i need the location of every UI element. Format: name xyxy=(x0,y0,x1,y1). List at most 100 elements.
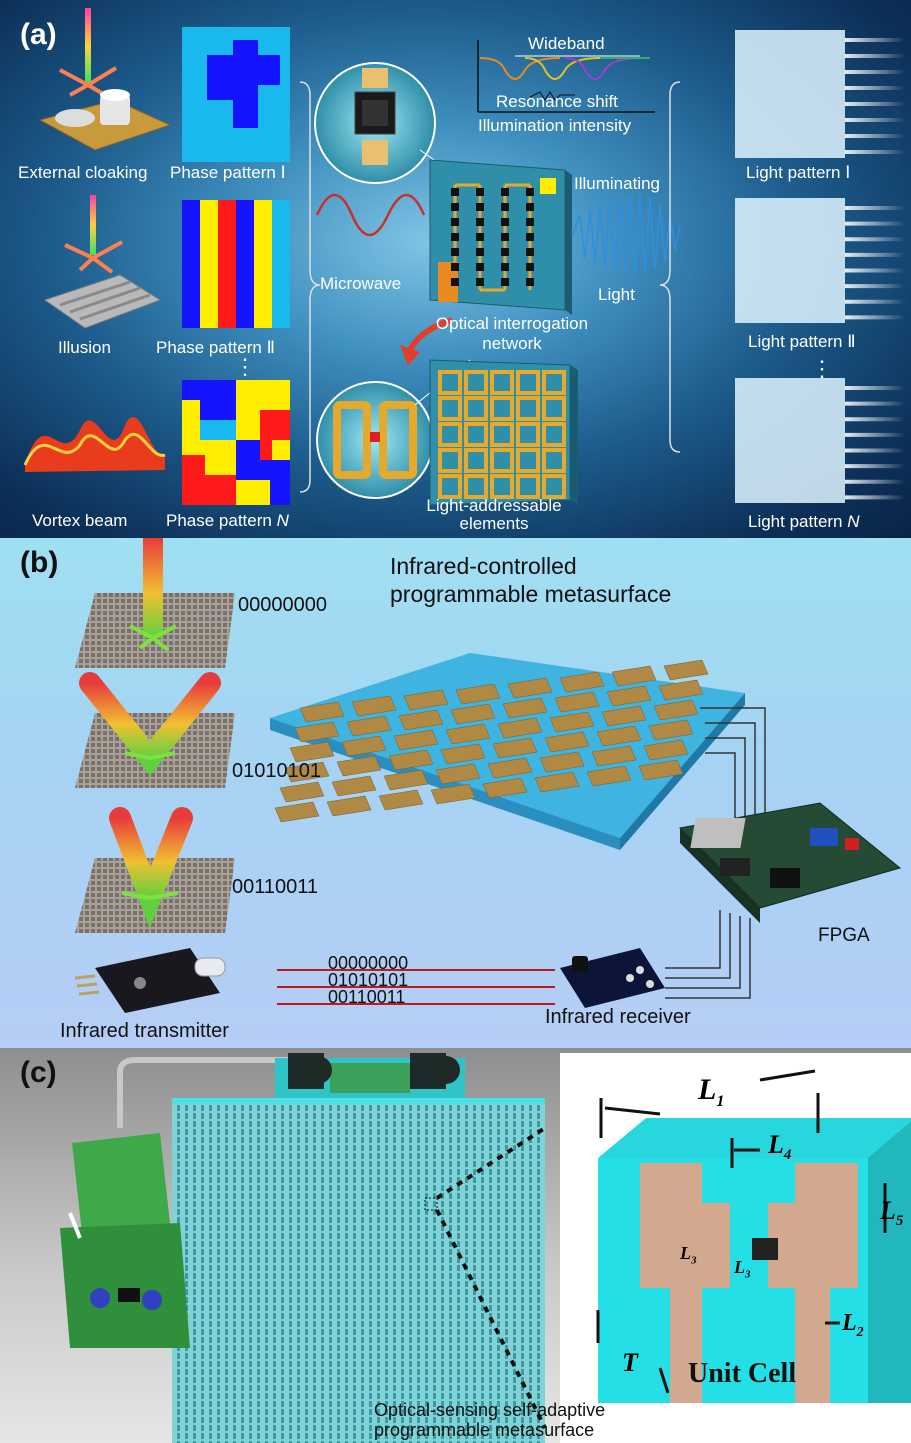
photo-chip xyxy=(451,263,459,271)
label-phase-pattern-n: Phase pattern N xyxy=(166,511,289,531)
meta-patch xyxy=(559,671,605,693)
label-optical-network: Optical interrogation network xyxy=(424,314,600,354)
meta-patch xyxy=(274,801,320,823)
label-optical-network-line2: network xyxy=(482,334,542,353)
meta-patch xyxy=(378,789,424,811)
panel-a: ⋮ xyxy=(0,0,911,538)
light-pattern-panel xyxy=(735,198,845,323)
dim-l2-var: L xyxy=(842,1310,857,1336)
light-ray xyxy=(845,495,905,500)
optical-board xyxy=(429,159,572,315)
signal-code-2: 01010101 xyxy=(328,970,409,990)
infrared-receiver xyxy=(560,948,665,1008)
dim-l1-var: L xyxy=(698,1073,717,1106)
element-inset xyxy=(316,359,471,499)
programmable-metasurface xyxy=(270,653,745,850)
photo-chip xyxy=(476,218,484,226)
label-fpga: FPGA xyxy=(818,925,870,946)
label-light-pattern-1: Light pattern Ⅰ xyxy=(746,163,851,182)
photo-chip xyxy=(501,248,509,256)
meta-patch xyxy=(440,743,486,765)
label-light-pattern-n: Light pattern N xyxy=(748,512,860,532)
meta-patch xyxy=(497,717,543,739)
panel-b-letter: (b) xyxy=(20,546,59,579)
panel-c-letter: (c) xyxy=(20,1056,57,1089)
dim-l1: L1 xyxy=(698,1073,724,1111)
meta-patch xyxy=(653,699,699,721)
dim-l2: L2 xyxy=(842,1310,864,1341)
light-ray xyxy=(845,315,905,320)
photo-chip xyxy=(526,218,534,226)
light-ray xyxy=(845,299,905,304)
meta-patch xyxy=(549,711,595,733)
photo-chip xyxy=(526,263,534,271)
photo-chip xyxy=(451,218,459,226)
addressable-element xyxy=(516,474,540,499)
dim-l4: L4 xyxy=(768,1130,791,1164)
light-ray xyxy=(845,38,905,42)
panel-c-caption: Optical-sensing self-adaptive programmab… xyxy=(374,1400,605,1440)
chip-markers xyxy=(451,188,534,286)
dim-l5-var: L xyxy=(880,1196,896,1225)
label-light: Light xyxy=(598,285,635,304)
transition-arrow xyxy=(407,317,453,352)
meta-patch xyxy=(554,691,600,713)
microwave-wave xyxy=(315,193,426,237)
photo-chip xyxy=(476,203,484,211)
light-ray xyxy=(845,150,905,154)
light-ray xyxy=(845,54,905,58)
addressable-element xyxy=(438,474,462,499)
addressable-element xyxy=(542,370,566,395)
meta-patch xyxy=(596,725,642,747)
meta-patch xyxy=(606,685,652,707)
addressable-element xyxy=(516,370,540,395)
dim-l3-a-var: L xyxy=(680,1243,691,1263)
dim-l3-a-sub: 3 xyxy=(691,1254,697,1267)
light-ray xyxy=(845,86,905,90)
meta-patch xyxy=(284,761,330,783)
photo-chip xyxy=(451,248,459,256)
reflection-state-1 xyxy=(75,538,235,668)
dim-l3-b-var: L xyxy=(734,1257,745,1277)
meta-patch xyxy=(445,723,491,745)
light-ray xyxy=(845,401,905,406)
light-ray xyxy=(845,268,905,273)
self-adaptive-metasurface xyxy=(172,1098,545,1443)
meta-patch xyxy=(502,697,548,719)
addressable-element xyxy=(464,448,488,473)
light-ray xyxy=(845,206,905,210)
light-ray xyxy=(845,134,905,138)
meta-patch xyxy=(388,749,434,771)
meta-patch xyxy=(299,701,345,723)
light-ray xyxy=(845,252,905,257)
meta-patch xyxy=(648,719,694,741)
meta-patch xyxy=(492,737,538,759)
photo-chip xyxy=(476,188,484,196)
photo-chip xyxy=(501,203,509,211)
meta-patch xyxy=(279,781,325,803)
meta-patch xyxy=(544,731,590,753)
panel-a-letter: (a) xyxy=(20,18,57,51)
label-optical-network-line1: Optical interrogation xyxy=(435,314,589,333)
meta-patch xyxy=(507,677,553,699)
photo-chip xyxy=(501,233,509,241)
label-illusion: Illusion xyxy=(58,338,111,357)
fpga-board xyxy=(678,802,902,923)
panel-a-graphics: ⋮ xyxy=(23,8,905,506)
meta-patch xyxy=(403,689,449,711)
dim-l4-sub: 4 xyxy=(783,1147,792,1164)
meta-patch xyxy=(601,705,647,727)
unit-cell xyxy=(560,1053,911,1443)
meta-patch xyxy=(346,715,392,737)
label-illumination-intensity: Illumination intensity xyxy=(478,116,632,135)
infrared-transmitter xyxy=(74,948,226,1013)
dim-l5-sub: 5 xyxy=(895,1213,904,1230)
panel-b-title: Infrared-controlled programmable metasur… xyxy=(390,552,671,608)
label-wideband: Wideband xyxy=(528,34,605,53)
meta-patch xyxy=(393,729,439,751)
meta-patch xyxy=(611,665,657,687)
meta-patch xyxy=(663,659,709,681)
photo-chip xyxy=(501,263,509,271)
label-light-addressable-line1: Light-addressable xyxy=(426,496,562,515)
svg-text:⋮: ⋮ xyxy=(811,356,833,381)
